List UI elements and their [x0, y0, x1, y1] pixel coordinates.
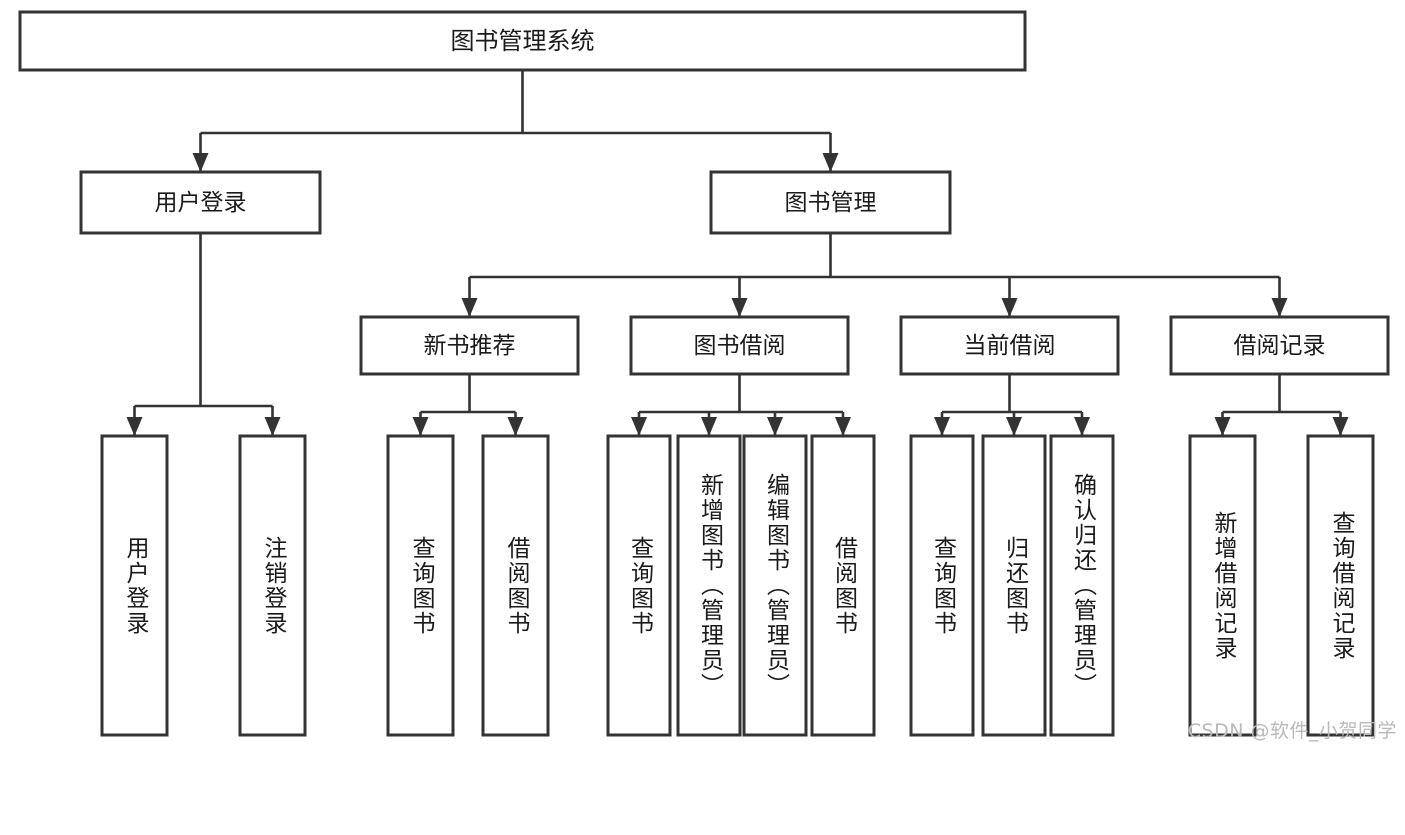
node-box-leaf-query-book-2[interactable] — [606, 434, 672, 737]
arrow-head-icon — [264, 417, 281, 436]
arrow-head-icon — [731, 298, 748, 317]
node-box-new-book-rec[interactable] — [359, 315, 580, 376]
arrow-head-icon — [631, 417, 647, 436]
node-label-root: 图书管理系统 — [451, 27, 595, 55]
arrow-head-icon — [507, 417, 524, 436]
node-box-leaf-user-login[interactable] — [100, 434, 169, 737]
arrow-head-icon — [1332, 417, 1349, 436]
arrow-head-icon — [126, 417, 143, 436]
node-box-leaf-user-logout[interactable] — [238, 434, 307, 737]
node-box-leaf-add-book[interactable] — [676, 434, 742, 737]
arrow-head-icon — [835, 417, 851, 436]
boxes-layer — [18, 10, 1390, 737]
node-label-book-manage: 图书管理 — [785, 190, 877, 216]
arrow-head-icon — [1074, 417, 1090, 436]
node-box-book-borrow[interactable] — [629, 315, 850, 376]
node-box-leaf-borrow-book-1[interactable] — [481, 434, 550, 737]
node-box-leaf-query-book-1[interactable] — [386, 434, 455, 737]
arrow-head-icon — [822, 153, 839, 172]
connectors-layer — [126, 70, 1349, 436]
node-box-borrow-record[interactable] — [1169, 315, 1390, 376]
node-box-leaf-return-book[interactable] — [981, 434, 1047, 737]
node-label-new-book-rec: 新书推荐 — [424, 333, 516, 359]
node-box-leaf-query-record[interactable] — [1306, 434, 1375, 737]
node-box-leaf-query-book-3[interactable] — [909, 434, 975, 737]
arrow-head-icon — [192, 153, 209, 172]
arrow-head-icon — [701, 417, 717, 436]
functional-structure-diagram: 图书管理系统用户登录图书管理新书推荐图书借阅当前借阅借阅记录 用户登录注销登录查… — [18, 10, 1397, 742]
node-label-borrow-record: 借阅记录 — [1234, 333, 1326, 359]
node-box-leaf-borrow-book-2[interactable] — [810, 434, 876, 737]
node-box-leaf-add-record[interactable] — [1188, 434, 1257, 737]
arrow-head-icon — [461, 298, 478, 317]
arrow-head-icon — [412, 417, 429, 436]
node-box-current-borrow[interactable] — [899, 315, 1120, 376]
node-label-user-login: 用户登录 — [155, 190, 247, 216]
node-box-leaf-confirm-return[interactable] — [1049, 434, 1115, 737]
arrow-head-icon — [1006, 417, 1022, 436]
arrow-head-icon — [934, 417, 950, 436]
arrow-head-icon — [767, 417, 783, 436]
node-box-book-manage[interactable] — [709, 170, 952, 235]
node-box-root[interactable] — [18, 10, 1027, 72]
node-box-user-login[interactable] — [79, 170, 322, 235]
node-box-leaf-edit-book[interactable] — [742, 434, 808, 737]
arrow-head-icon — [1271, 298, 1288, 317]
arrow-head-icon — [1001, 298, 1018, 317]
node-label-book-borrow: 图书借阅 — [694, 333, 786, 359]
csdn-watermark: CSDN @软件_小贺同学 — [1187, 720, 1397, 742]
arrow-head-icon — [1214, 417, 1231, 436]
node-label-current-borrow: 当前借阅 — [964, 333, 1056, 359]
